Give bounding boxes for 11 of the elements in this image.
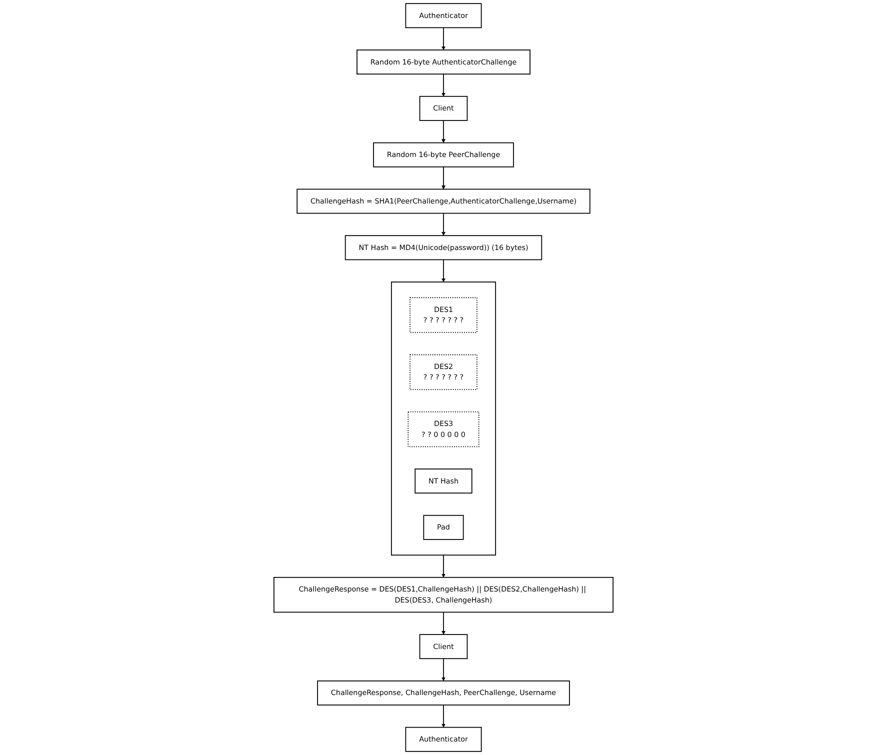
arrow bbox=[442, 120, 446, 143]
arrow bbox=[442, 554, 446, 578]
arrow bbox=[442, 166, 446, 190]
arrow bbox=[442, 74, 446, 97]
arrow bbox=[442, 212, 446, 236]
arrow bbox=[442, 658, 446, 682]
arrow bbox=[442, 27, 446, 50]
arrow bbox=[442, 704, 446, 728]
cluster bbox=[390, 282, 496, 556]
arrow bbox=[442, 612, 446, 635]
arrow bbox=[442, 259, 446, 282]
